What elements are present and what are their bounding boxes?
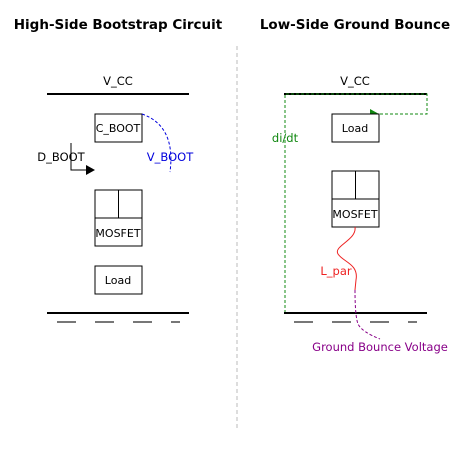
dboot-lead (70, 143, 86, 171)
vboot-arc (141, 113, 172, 173)
vboot-label: V_BOOT (147, 150, 194, 164)
left-panel-title: High-Side Bootstrap Circuit (14, 17, 223, 33)
left-mosfet-body (94, 217, 143, 247)
right-load-box (331, 113, 380, 143)
right-vcc-label: V_CC (340, 74, 370, 88)
right-panel-title: Low-Side Ground Bounce (260, 17, 450, 33)
dboot-label: D_BOOT (37, 150, 85, 164)
right-mosfet-label: MOSFET (332, 208, 377, 221)
left-panel: V_CC C_BOOT V_BOOT D_BOOT MOSFET Load (37, 74, 194, 323)
cboot-capacitor (94, 113, 143, 143)
lpar-label: L_par (320, 264, 352, 278)
left-load-box (94, 265, 143, 295)
lpar-inductance-curve (336, 226, 357, 291)
ground-bounce-label: Ground Bounce Voltage (312, 340, 448, 354)
right-mosfet-body (331, 198, 380, 228)
left-vcc-label: V_CC (103, 74, 133, 88)
ground-bounce-curve (354, 289, 381, 340)
dboot-arrow-icon (86, 165, 95, 175)
right-panel: V_CC di/dt Load MOSFET L_par Ground Boun… (272, 74, 448, 354)
right-load-label: Load (342, 122, 368, 135)
left-mosfet-label: MOSFET (95, 227, 140, 240)
left-load-label: Load (105, 274, 131, 287)
cboot-label: C_BOOT (96, 122, 141, 135)
didt-current-loop (284, 93, 428, 313)
didt-label: di/dt (272, 131, 299, 145)
